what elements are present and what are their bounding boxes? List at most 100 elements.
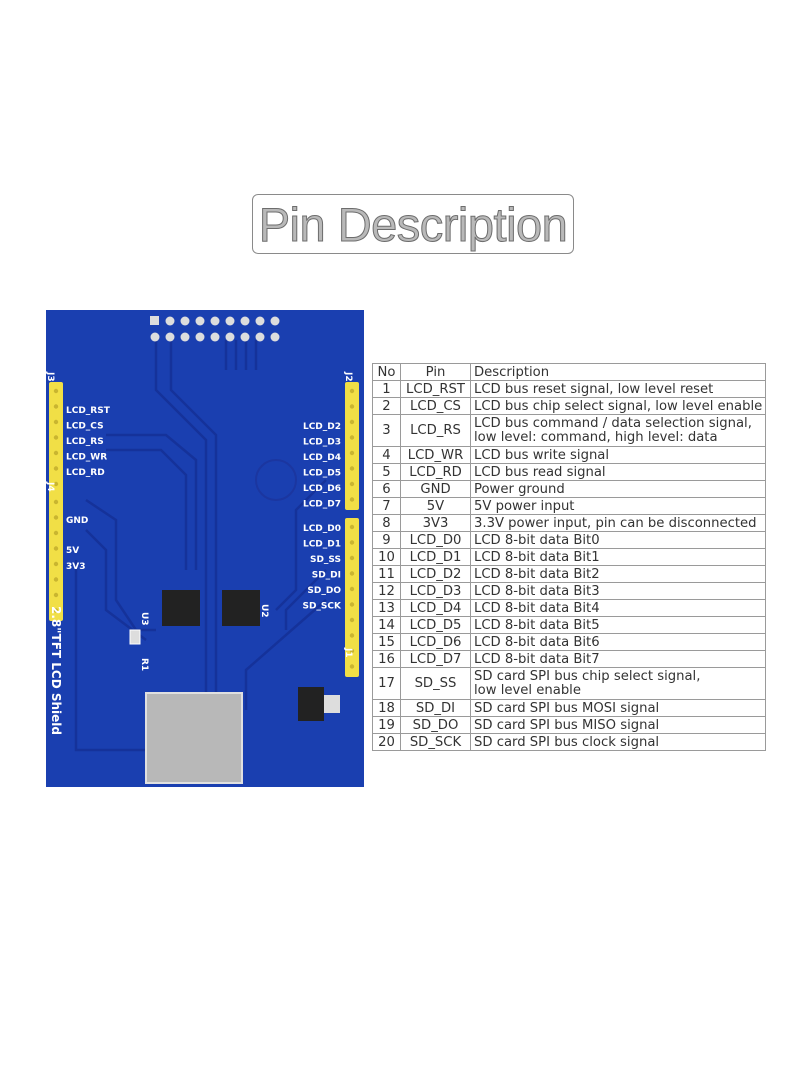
pin — [349, 664, 355, 669]
pin — [349, 481, 355, 487]
cell-pin: LCD_D4 — [400, 599, 471, 617]
cell-pin: LCD_D3 — [400, 582, 471, 600]
pin-header — [345, 518, 359, 677]
cell-no: 3 — [372, 414, 401, 447]
cell-pin: LCD_D2 — [400, 565, 471, 583]
cell-pin: GND — [400, 480, 471, 498]
pin-header — [345, 382, 359, 510]
cell-no: 19 — [372, 716, 401, 734]
pad — [255, 332, 265, 342]
pin — [53, 419, 59, 425]
pin — [349, 524, 355, 530]
pin — [349, 435, 355, 440]
pad — [255, 316, 265, 326]
cell-pin: SD_DO — [400, 716, 471, 734]
pin — [53, 435, 59, 440]
pad — [210, 316, 220, 326]
pin-header — [49, 493, 63, 621]
cell-desc: LCD 8-bit data Bit0 — [469, 531, 767, 549]
cell-desc: LCD 8-bit data Bit6 — [469, 633, 767, 651]
chip-u2 — [222, 590, 260, 626]
pin-headers — [49, 382, 359, 677]
pin-label: SD_SS — [310, 555, 341, 565]
cell-no: 1 — [372, 380, 401, 398]
resistor-r1 — [129, 629, 141, 645]
cell-pin: LCD_D7 — [400, 650, 471, 668]
cell-pin: LCD_WR — [400, 446, 471, 464]
label-j3: J3 — [46, 371, 55, 382]
cell-desc: LCD 8-bit data Bit3 — [469, 582, 767, 600]
cell-no: 8 — [372, 514, 401, 532]
logo-mark — [255, 459, 297, 501]
pad — [210, 332, 220, 342]
cell-pin: LCD_RS — [400, 414, 471, 447]
pin — [349, 555, 355, 561]
cell-no: 6 — [372, 480, 401, 498]
cell-no: 17 — [372, 667, 401, 700]
pin — [349, 419, 355, 425]
pin-label: LCD_D6 — [303, 484, 341, 494]
cell-pin: LCD_D6 — [400, 633, 471, 651]
pad — [180, 316, 190, 326]
pad — [240, 332, 250, 342]
desc-line: LCD bus command / data selection signal, — [474, 415, 752, 431]
pin — [349, 450, 355, 456]
pcb-traces — [74, 340, 327, 752]
pin — [53, 450, 59, 456]
cell-desc: SD card SPI bus clock signal — [469, 733, 767, 751]
pin-label: LCD_RS — [66, 437, 104, 447]
cell-no: 15 — [372, 633, 401, 651]
pad — [240, 316, 250, 326]
cell-no: 7 — [372, 497, 401, 515]
pin — [53, 530, 59, 536]
chip-u3 — [162, 590, 200, 626]
pin-label: LCD_D0 — [303, 524, 341, 534]
page-title: Pin Description — [258, 197, 568, 251]
header-pin: Pin — [400, 363, 471, 381]
label-r1: R1 — [139, 658, 149, 671]
cell-desc: LCD 8-bit data Bit4 — [469, 599, 767, 617]
cell-pin: LCD_RST — [400, 380, 471, 398]
cell-no: 14 — [372, 616, 401, 634]
cell-pin: LCD_D5 — [400, 616, 471, 634]
cell-no: 11 — [372, 565, 401, 583]
pin — [53, 577, 59, 582]
cell-desc: LCD 8-bit data Bit2 — [469, 565, 767, 583]
desc-line: low level enable — [474, 682, 581, 698]
header-no: No — [372, 363, 401, 381]
pin-label: 5V — [66, 546, 79, 556]
pin-label: GND — [66, 516, 88, 526]
cell-pin: SD_DI — [400, 699, 471, 717]
silk-labels: LCD_RSTLCD_CSLCD_RSLCD_WRLCD_RDGND5V3V3L… — [66, 406, 342, 612]
cell-no: 18 — [372, 699, 401, 717]
cell-pin: LCD_D0 — [400, 531, 471, 549]
cell-pin: 3V3 — [400, 514, 471, 532]
cell-no: 13 — [372, 599, 401, 617]
pin-label: LCD_D2 — [303, 422, 341, 432]
label-j4: J4 — [46, 481, 55, 492]
cell-pin: LCD_RD — [400, 463, 471, 481]
cell-no: 10 — [372, 548, 401, 566]
pad — [165, 316, 175, 326]
pin-label: LCD_WR — [66, 453, 107, 463]
cell-desc: SD card SPI bus chip select signal,low l… — [469, 667, 767, 700]
regulator-tab — [324, 695, 340, 713]
pad — [195, 316, 205, 326]
pad — [150, 316, 159, 325]
